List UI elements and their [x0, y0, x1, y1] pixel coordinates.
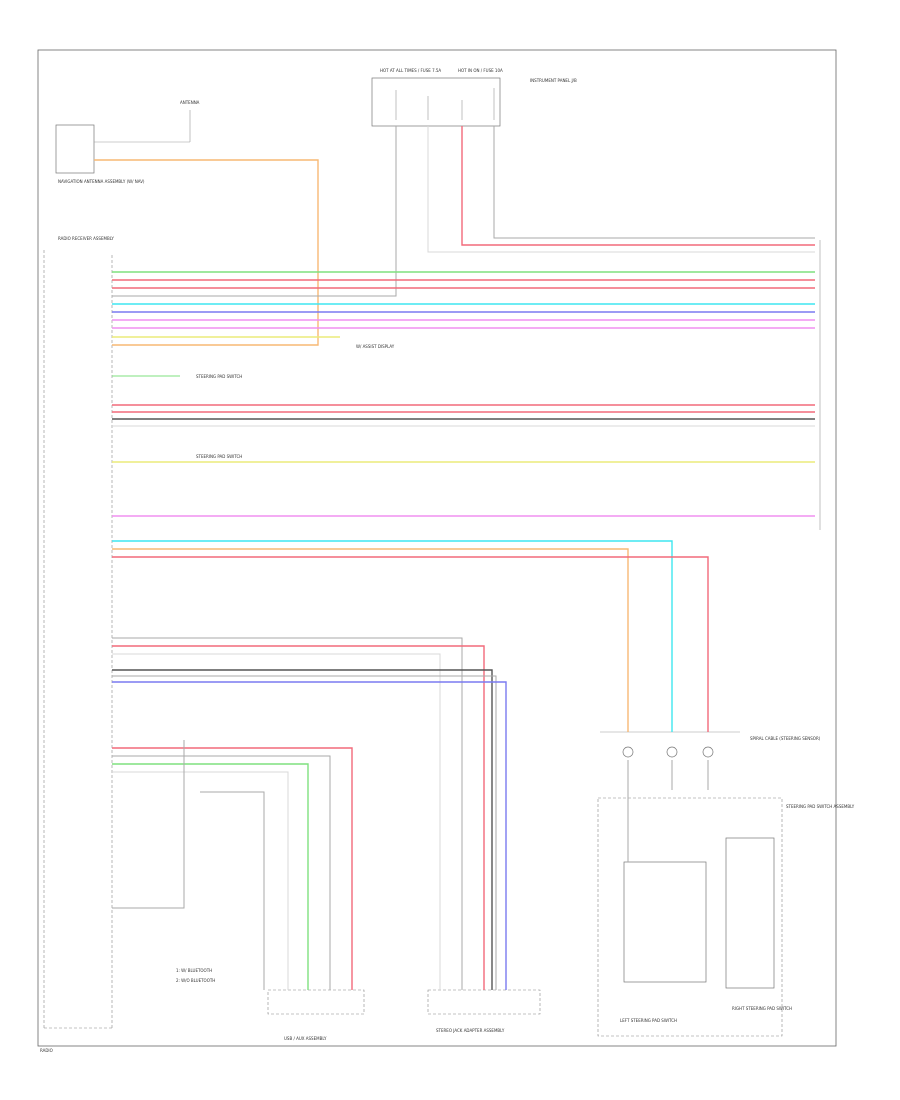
spiral-label: SPIRAL CABLE (STEERING SENSOR) [750, 736, 821, 741]
usb-adapter-label: USB / AUX ASSEMBLY [284, 1036, 327, 1041]
wire [427, 126, 815, 253]
usb-area: USB / AUX ASSEMBLY 1: W/ BLUETOOTH 2: W/… [176, 968, 541, 1041]
wire [112, 669, 493, 990]
ground-note-label: W/ ASSIST DISPLAY [356, 344, 395, 349]
steering-pad-label: STEERING PAD SWITCH ASSEMBLY [786, 804, 855, 809]
antenna-amp: NAVIGATION ANTENNA ASSEMBLY (W/ NAV) ANT… [55, 100, 200, 184]
steering-pad-box [597, 797, 783, 1037]
wire [112, 126, 397, 297]
connector-pin-icon [622, 746, 634, 758]
connector-pin-icon [666, 746, 678, 758]
wire [94, 159, 319, 346]
wire-group [94, 126, 815, 990]
connector-pin-icon [702, 746, 714, 758]
steering-area: SPIRAL CABLE (STEERING SENSOR) STEERING … [597, 731, 855, 1037]
steering-note-1: STEERING PAD SWITCH [196, 374, 242, 379]
wire [112, 548, 629, 732]
wire [200, 791, 265, 990]
usb-legend-2: 2: W/O BLUETOOTH [176, 978, 215, 983]
usb-adapter-box [267, 989, 365, 1015]
left-pad-switch-label: LEFT STEERING PAD SWITCH [620, 1018, 677, 1023]
right-pad-switch-box [725, 837, 775, 989]
antenna-label: ANTENNA [180, 100, 200, 105]
wire [112, 747, 353, 990]
wire [493, 126, 815, 239]
wire [112, 675, 497, 990]
stereo-jack-label: STEREO JACK ADAPTER ASSEMBLY [436, 1028, 505, 1033]
diagram-frame [37, 49, 837, 1047]
wire [112, 637, 463, 990]
fuse-block: HOT AT ALL TIMES / FUSE 7.5A HOT IN ON /… [371, 68, 577, 127]
footer-label: RADIO [40, 1048, 53, 1053]
wire [112, 540, 673, 732]
radio-receiver: RADIO RECEIVER ASSEMBLY [43, 236, 114, 1029]
radio-label: RADIO RECEIVER ASSEMBLY [58, 236, 114, 241]
wire [112, 771, 289, 990]
wire [112, 763, 309, 990]
fuse-left-label: HOT AT ALL TIMES / FUSE 7.5A [380, 68, 441, 73]
wire [112, 556, 709, 732]
usb-legend-1: 1: W/ BLUETOOTH [176, 968, 212, 973]
wire [112, 645, 485, 990]
fuse-box-left [371, 77, 501, 127]
left-pad-switch-box [623, 861, 707, 983]
wire [112, 681, 507, 990]
wire [461, 126, 815, 246]
stereo-jack-box [427, 989, 541, 1015]
wire [112, 740, 185, 909]
wire [112, 653, 441, 990]
antenna-amp-label: NAVIGATION ANTENNA ASSEMBLY (W/ NAV) [58, 179, 145, 184]
antenna-amp-box [55, 124, 95, 174]
fuse-note-label: INSTRUMENT PANEL J/B [530, 78, 577, 83]
right-pad-switch-label: RIGHT STEERING PAD SWITCH [732, 1006, 792, 1011]
wire [112, 755, 331, 990]
fuse-right-label: HOT IN ON / FUSE 10A [458, 68, 503, 73]
steering-note-2: STEERING PAD SWITCH [196, 454, 242, 459]
